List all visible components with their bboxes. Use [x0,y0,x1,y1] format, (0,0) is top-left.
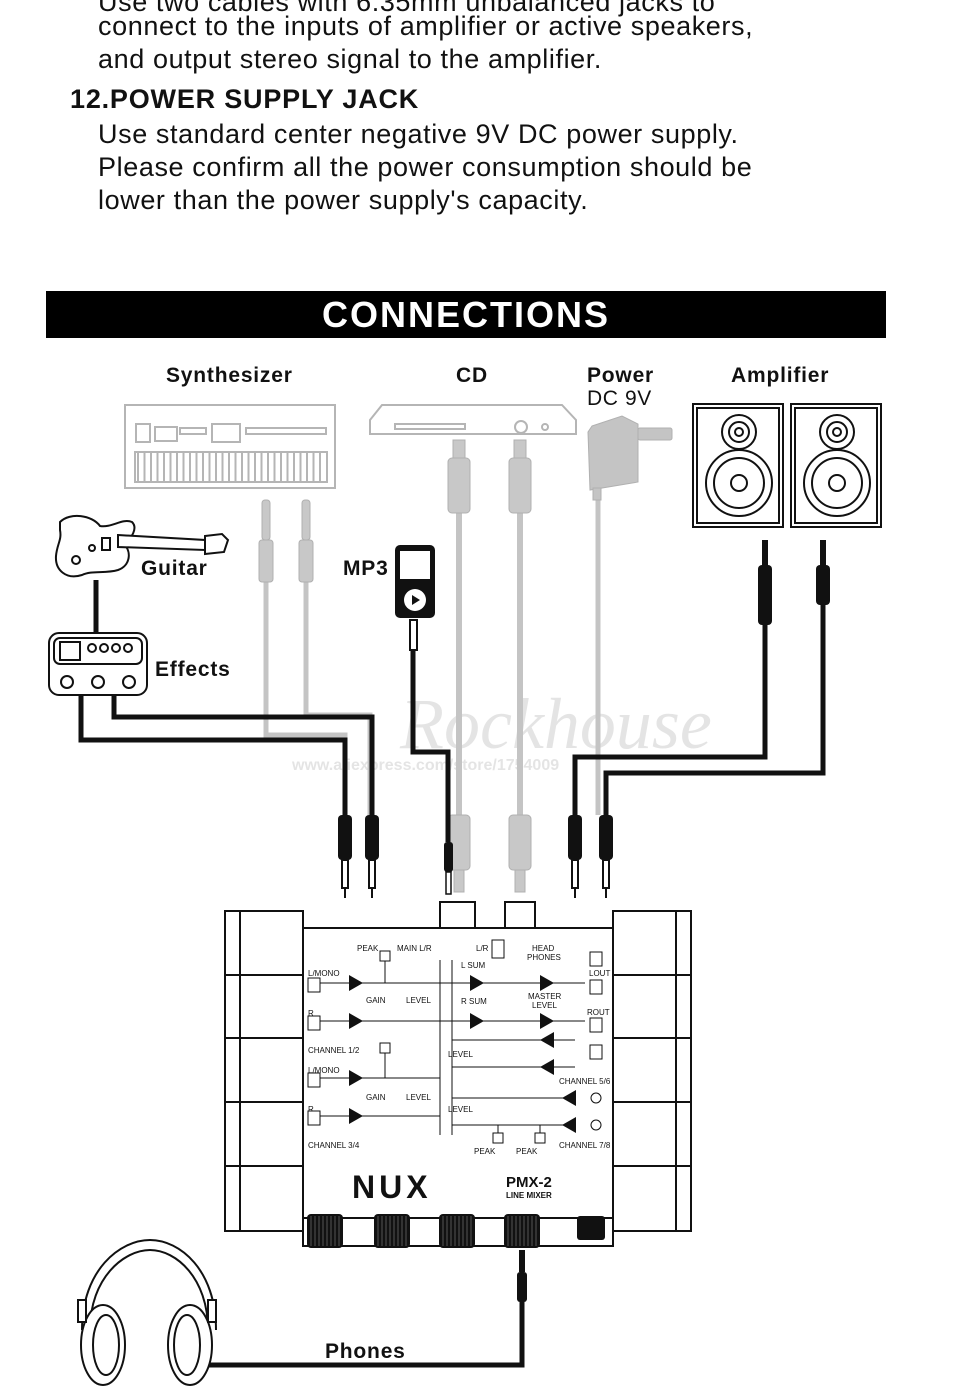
para11-line-2: connect to the inputs of amplifier or ac… [98,11,754,41]
svg-text:PEAK: PEAK [357,944,379,953]
mixer-knobs [307,1214,605,1248]
cd-player-illustration [369,404,577,435]
guitar-label: Guitar [141,557,208,580]
svg-text:LOUT: LOUT [589,969,610,978]
svg-text:PMX-2: PMX-2 [506,1174,552,1191]
nux-logo: NUX PMX-2 LINE MIXER [352,1169,552,1205]
mp3-player-illustration [395,545,435,651]
mixer-jacks [307,939,603,1144]
svg-text:NUX: NUX [352,1169,432,1205]
mixer-input-plugs [338,815,613,898]
svg-text:CHANNEL 5/6: CHANNEL 5/6 [559,1077,611,1086]
svg-text:ROUT: ROUT [587,1008,610,1017]
svg-text:CHANNEL 3/4: CHANNEL 3/4 [308,1141,360,1150]
svg-text:MAIN L/R: MAIN L/R [397,944,432,953]
power-spec-label: DC 9V [587,387,652,410]
svg-text:L/MONO: L/MONO [308,969,340,978]
section-12-line-2: Please confirm all the power consumption… [98,152,753,182]
section-12-heading: 12.POWER SUPPLY JACK [70,84,420,114]
svg-text:CHANNEL 7/8: CHANNEL 7/8 [559,1141,611,1150]
svg-text:PEAK: PEAK [516,1147,538,1156]
svg-text:HEAD: HEAD [532,944,554,953]
mixer-body [224,901,692,1247]
svg-text:L/MONO: L/MONO [308,1066,340,1075]
effects-label: Effects [155,658,231,681]
svg-text:PEAK: PEAK [474,1147,496,1156]
section-12-line-1: Use standard center negative 9V DC power… [98,119,739,149]
amp-plugs [758,540,830,625]
amplifier-speakers [692,403,882,528]
watermark-url: www.aliexpress.com/store/1754009 [291,757,559,774]
phones-plug [517,1250,527,1302]
svg-text:LEVEL: LEVEL [406,996,431,1005]
svg-text:LEVEL: LEVEL [448,1105,473,1114]
watermark: Rockhouse www.aliexpress.com/store/17540… [291,684,712,774]
svg-text:LEVEL: LEVEL [448,1050,473,1059]
cd-label: CD [456,364,488,387]
svg-text:L/R: L/R [476,944,489,953]
svg-text:R: R [308,1009,314,1018]
synth-plugs [258,499,314,583]
guitar-illustration [54,514,230,578]
section-12-line-3: lower than the power supply's capacity. [98,185,589,215]
connections-title: CONNECTIONS [321,294,610,335]
svg-text:CHANNEL 1/2: CHANNEL 1/2 [308,1046,360,1055]
svg-text:PHONES: PHONES [527,953,561,962]
synth-keys [137,453,321,481]
para11-line-1: Use two cables with 6.35mm unbalanced ja… [98,0,716,17]
svg-text:R: R [308,1105,314,1114]
svg-text:LEVEL: LEVEL [532,1001,557,1010]
svg-text:MASTER: MASTER [528,992,562,1001]
svg-text:LINE MIXER: LINE MIXER [506,1191,552,1200]
mixer-panel-labels: PEAK MAIN L/R L/R HEAD PHONES L SUM R SU… [308,944,611,1156]
mixer-triangles [349,975,602,1133]
connections-banner: CONNECTIONS [46,291,886,338]
watermark-brand: Rockhouse [399,684,712,764]
mp3-label: MP3 [343,557,389,580]
phones-label: Phones [325,1340,406,1363]
power-adapter-illustration [587,415,673,501]
para11-line-3: and output stereo signal to the amplifie… [98,44,603,74]
effects-pedal-illustration [48,632,148,696]
svg-text:GAIN: GAIN [366,996,386,1005]
svg-text:R SUM: R SUM [461,997,487,1006]
svg-text:GAIN: GAIN [366,1093,386,1102]
power-label: Power [587,364,655,387]
synthesizer-label: Synthesizer [166,364,293,387]
svg-text:L SUM: L SUM [461,961,485,970]
cd-rca-plugs [447,439,532,893]
amplifier-label: Amplifier [731,364,830,387]
svg-text:LEVEL: LEVEL [406,1093,431,1102]
headphones-illustration [77,1238,217,1386]
